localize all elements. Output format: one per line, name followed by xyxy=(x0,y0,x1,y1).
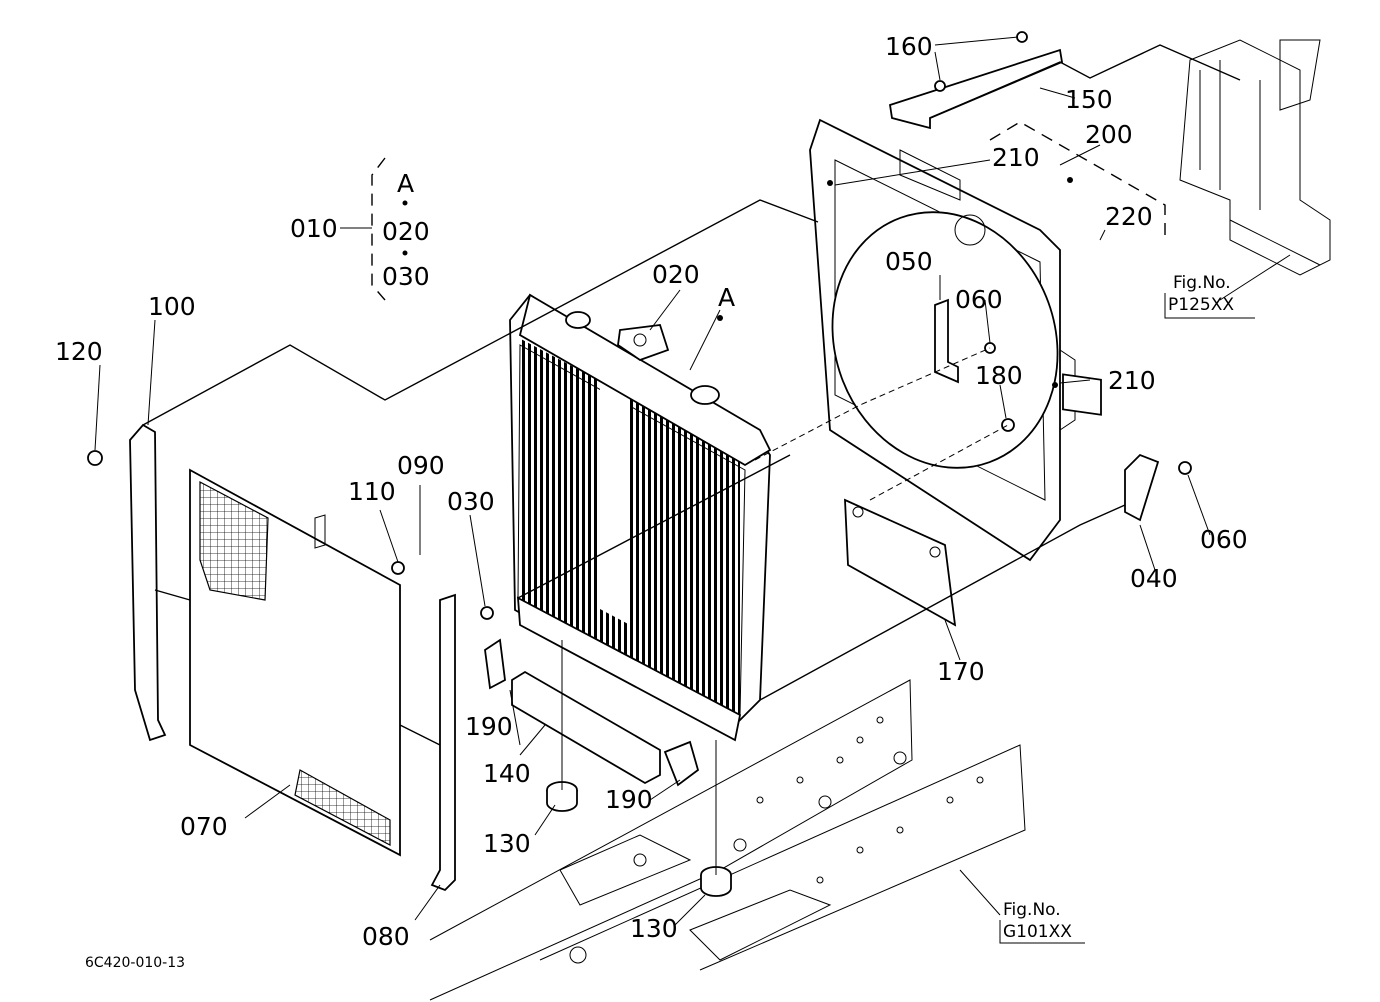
callout-060b: 060 xyxy=(1200,525,1248,554)
callout-140: 140 xyxy=(483,759,531,788)
stand-080 xyxy=(430,593,456,892)
bracket-frame xyxy=(1179,39,1331,276)
frame-assembly xyxy=(429,679,1026,1001)
leader-lines xyxy=(94,36,1291,926)
bracket-040 xyxy=(1124,453,1160,522)
reference-p125xx: Fig.No. P125XX xyxy=(1164,273,1255,319)
callout-090: 090 xyxy=(397,451,445,480)
group-010-bracket xyxy=(371,157,386,301)
cover-plate xyxy=(844,498,957,627)
reference-title: Fig.No. xyxy=(1173,273,1231,293)
callout-130a: 130 xyxy=(483,829,531,858)
bolts xyxy=(87,31,1192,620)
callout-190a: 190 xyxy=(465,712,513,741)
callout-190b: 190 xyxy=(605,785,653,814)
callout-210a: 210 xyxy=(992,143,1040,172)
callout-200: 200 xyxy=(1085,120,1133,149)
callout-110: 110 xyxy=(348,477,396,506)
reference-code: G101XX xyxy=(1003,922,1072,942)
reference-title: Fig.No. xyxy=(1003,900,1061,920)
callout-210b: 210 xyxy=(1108,366,1156,395)
reference-code: P125XX xyxy=(1168,295,1234,315)
stand-100 xyxy=(129,423,167,742)
callout-020: 020 xyxy=(652,260,700,289)
callout-080: 080 xyxy=(362,922,410,951)
radiator xyxy=(509,293,772,742)
baffle-190a xyxy=(484,638,506,690)
baffle-190b xyxy=(663,740,700,787)
callout-170: 170 xyxy=(937,657,985,686)
seal-220 xyxy=(1062,373,1102,416)
reference-g101xx: Fig.No. G101XX xyxy=(999,900,1085,944)
callout-060a: 060 xyxy=(955,285,1003,314)
callout-220: 220 xyxy=(1105,202,1153,231)
callout-050: 050 xyxy=(885,247,933,276)
callout-180: 180 xyxy=(975,361,1023,390)
frame-holes xyxy=(569,716,984,964)
baffle-140 xyxy=(511,670,661,785)
callout-040: 040 xyxy=(1130,564,1178,593)
callout-130b: 130 xyxy=(630,914,678,943)
stay-150 xyxy=(888,48,1064,130)
group-item-030: 030 xyxy=(382,262,430,291)
group-item-020: 020 xyxy=(382,217,430,246)
callout-100: 100 xyxy=(148,292,196,321)
callout-160: 160 xyxy=(885,32,933,61)
group-item-a: A xyxy=(397,169,414,198)
callout-120: 120 xyxy=(55,337,103,366)
callout-labels: 020 030 040 050 060 060 070 080 090 100 110 120 130 1… xyxy=(55,32,1248,951)
callout-030: 030 xyxy=(447,487,495,516)
drawing-code: 6C420-010-13 xyxy=(85,955,185,971)
screen-070 xyxy=(189,468,401,857)
callout-150: 150 xyxy=(1065,85,1113,114)
callout-070: 070 xyxy=(180,812,228,841)
group-label: 010 xyxy=(290,214,338,243)
marker-a: A xyxy=(718,283,735,312)
